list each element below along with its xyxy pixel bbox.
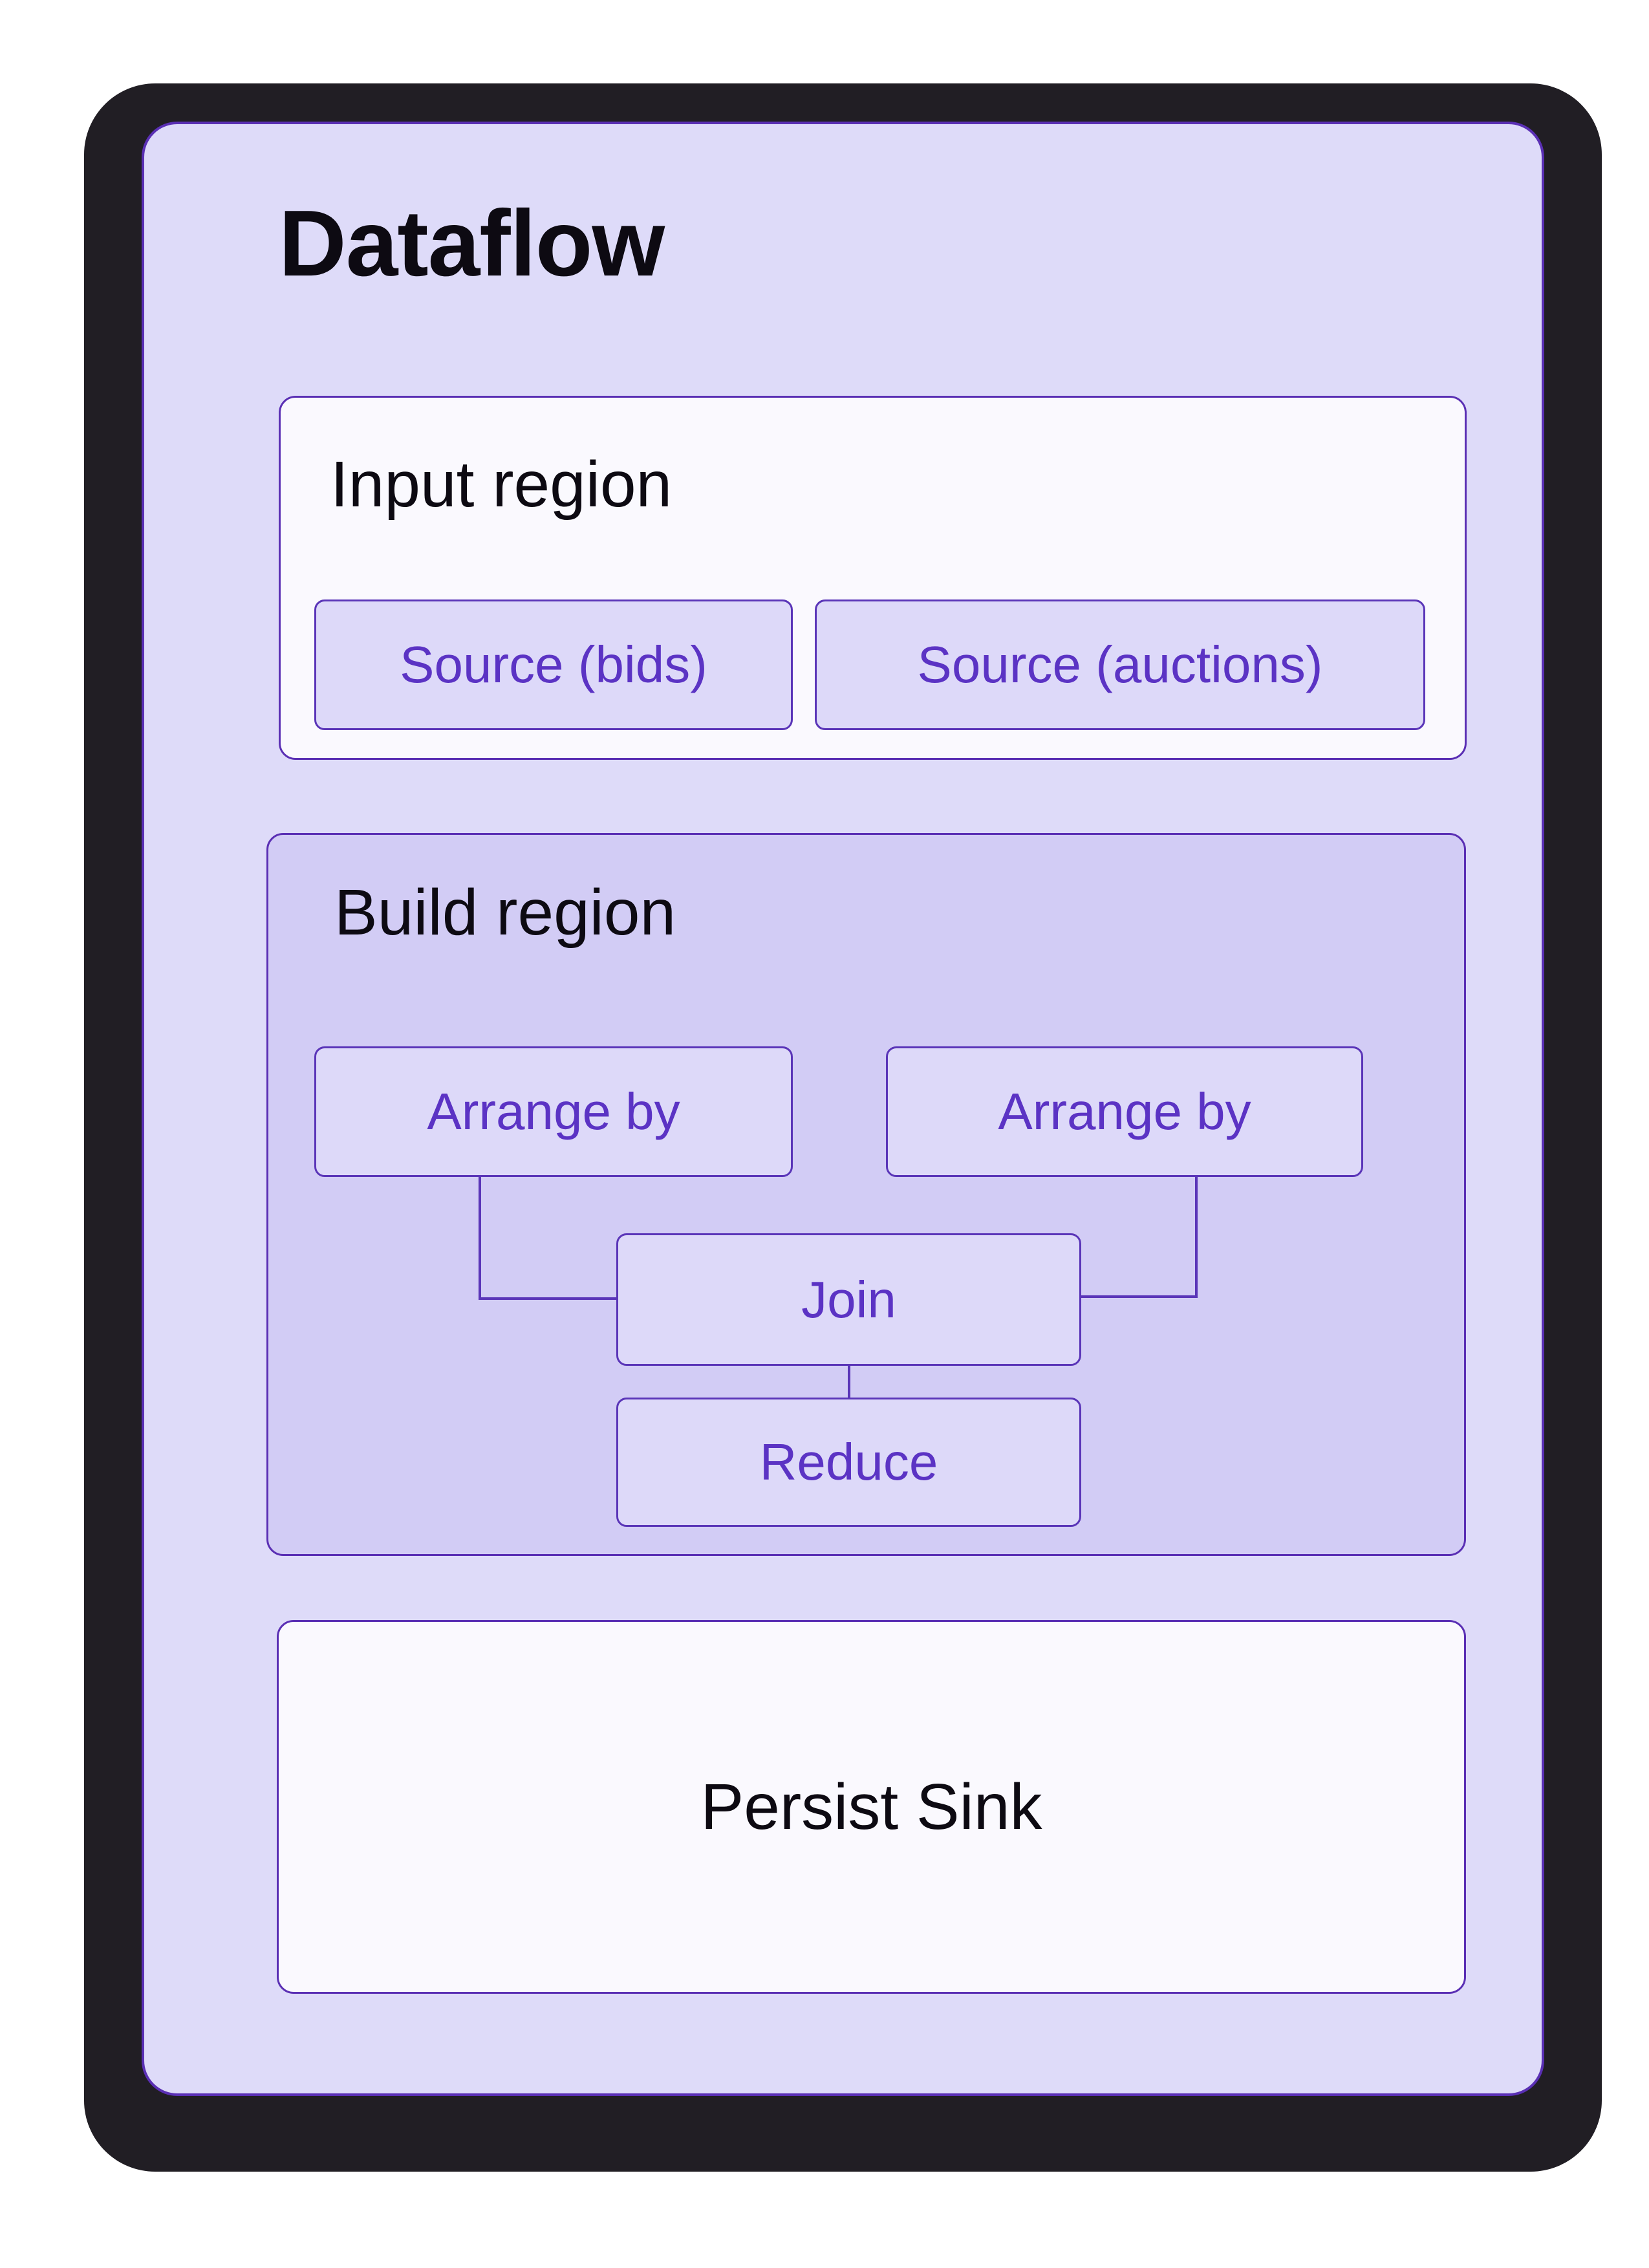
input-region-label: Input region <box>330 448 673 521</box>
persist-sink-label: Persist Sink <box>700 1771 1042 1843</box>
page-title: Dataflow <box>279 191 665 296</box>
node-reduce: Reduce <box>616 1398 1081 1527</box>
window-frame: Dataflow Input region Source (bids) Sour… <box>84 83 1602 2172</box>
build-region-label: Build region <box>334 876 676 949</box>
connector-arrange-left-vertical <box>479 1177 481 1300</box>
node-source-auctions: Source (auctions) <box>815 599 1425 730</box>
build-region: Build region Arrange by Arrange by Join … <box>266 833 1466 1556</box>
connector-arrange-right-vertical <box>1195 1177 1198 1298</box>
connector-join-reduce <box>848 1366 850 1398</box>
connector-arrange-right-horizontal <box>1081 1295 1198 1298</box>
node-arrange-by-left: Arrange by <box>314 1046 793 1177</box>
node-arrange-by-right: Arrange by <box>886 1046 1363 1177</box>
node-source-bids: Source (bids) <box>314 599 793 730</box>
dataflow-panel: Dataflow Input region Source (bids) Sour… <box>142 122 1544 2096</box>
node-join: Join <box>616 1233 1081 1366</box>
persist-sink-region: Persist Sink <box>277 1620 1466 1994</box>
input-region: Input region Source (bids) Source (aucti… <box>279 396 1467 760</box>
connector-arrange-left-horizontal <box>479 1297 616 1300</box>
